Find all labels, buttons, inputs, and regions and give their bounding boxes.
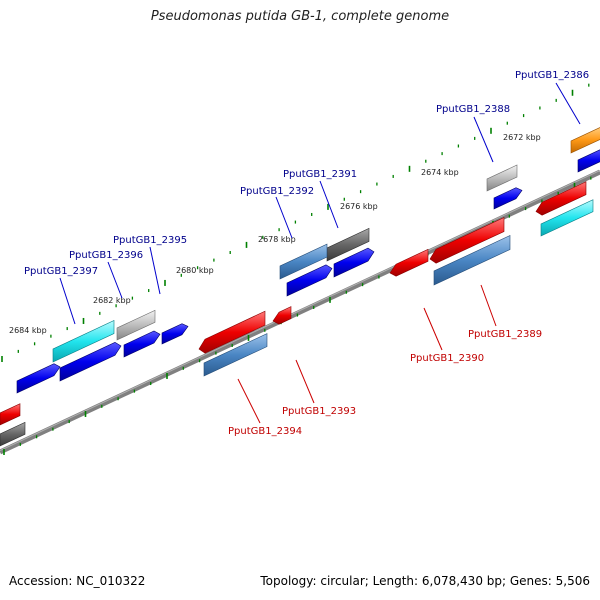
kbp-label-2672: 2672 kbp — [503, 133, 541, 142]
gene-block-PputGB1_2389-cds[interactable] — [433, 235, 511, 286]
gene-block-PputGB1_2397-cds[interactable] — [59, 341, 122, 382]
gene-label[interactable]: PputGB1_2391 — [283, 169, 357, 180]
kbp-label-2682: 2682 kbp — [93, 296, 131, 305]
kbp-label-2680: 2680 kbp — [176, 266, 214, 275]
gene-label[interactable]: PputGB1_2388 — [436, 104, 510, 115]
gene-block-left-red[interactable] — [0, 403, 21, 426]
gene-block-PputGB1_2393[interactable] — [272, 306, 292, 325]
gene-block-left-cds[interactable] — [16, 363, 61, 394]
gene-block-PputGB1_2389[interactable] — [429, 217, 505, 264]
gene-label[interactable]: PputGB1_2395 — [113, 235, 187, 246]
gene-features — [0, 126, 600, 447]
gene-block-PputGB1_2386[interactable] — [570, 126, 600, 154]
gene-block-PputGB1_2386-cds[interactable] — [577, 149, 600, 173]
gene-label[interactable]: PputGB1_2390 — [410, 353, 484, 364]
tick-row-upper — [1, 83, 590, 362]
kbp-labels: 2672 kbp 2674 kbp 2676 kbp 2678 kbp 2680… — [9, 133, 541, 335]
gene-block-PputGB1_2395[interactable] — [161, 323, 189, 345]
leader-PputGB1_2388 — [473, 116, 494, 163]
gene-block-PputGB1_2392[interactable] — [279, 243, 328, 280]
gene-block-PputGB1_2391-cds[interactable] — [333, 247, 375, 278]
gene-label[interactable]: PputGB1_2386 — [515, 70, 589, 81]
gene-label[interactable]: PputGB1_2393 — [282, 406, 356, 417]
accession-text: Accession: NC_010322 — [9, 574, 146, 588]
gene-block-right-cyan[interactable] — [540, 199, 594, 237]
gene-block-PputGB1_2397[interactable] — [52, 320, 115, 363]
leader-PputGB1_2395 — [149, 246, 161, 295]
gene-block-PputGB1_2388[interactable] — [486, 164, 518, 192]
gene-block-PputGB1_2396[interactable] — [116, 309, 156, 341]
gene-label[interactable]: PputGB1_2389 — [468, 329, 542, 340]
gene-label[interactable]: PputGB1_2392 — [240, 186, 314, 197]
leader-PputGB1_2396 — [107, 261, 123, 299]
gene-label[interactable]: PputGB1_2396 — [69, 250, 143, 261]
gene-block-PputGB1_2394[interactable] — [198, 310, 266, 354]
gene-label[interactable]: PputGB1_2394 — [228, 426, 302, 437]
gene-block-PputGB1_2396-cds[interactable] — [123, 330, 161, 358]
leader-PputGB1_2386 — [555, 82, 581, 125]
gene-block-left-gray[interactable] — [0, 421, 26, 447]
kbp-label-2678: 2678 kbp — [258, 235, 296, 244]
gene-block-right-red[interactable] — [535, 181, 587, 216]
leader-PputGB1_2391 — [319, 180, 339, 229]
gene-block-PputGB1_2392-cds[interactable] — [286, 264, 333, 297]
gene-label[interactable]: PputGB1_2397 — [24, 266, 98, 277]
leader-PputGB1_2390 — [423, 307, 443, 351]
gene-labels: PputGB1_2386 PputGB1_2388 PputGB1_2391 P… — [24, 70, 589, 437]
kbp-label-2684: 2684 kbp — [9, 326, 47, 335]
leader-PputGB1_2393 — [295, 359, 315, 404]
genome-summary-text: Topology: circular; Length: 6,078,430 bp… — [260, 574, 590, 588]
kbp-label-2676: 2676 kbp — [340, 202, 378, 211]
leader-PputGB1_2389 — [480, 284, 497, 327]
gene-block-PputGB1_2394-cds[interactable] — [203, 333, 268, 377]
kbp-label-2674: 2674 kbp — [421, 168, 459, 177]
leader-PputGB1_2394 — [237, 378, 261, 424]
label-leaders — [59, 82, 581, 424]
leader-PputGB1_2397 — [59, 277, 76, 325]
genome-backbone-highlight — [0, 170, 600, 451]
leader-PputGB1_2392 — [275, 196, 293, 239]
gene-block-PputGB1_2388-cds[interactable] — [493, 187, 523, 210]
gene-block-PputGB1_2390[interactable] — [389, 248, 429, 277]
map-title: Pseudomonas putida GB-1, complete genome — [150, 9, 450, 24]
genome-backbone — [0, 169, 600, 455]
